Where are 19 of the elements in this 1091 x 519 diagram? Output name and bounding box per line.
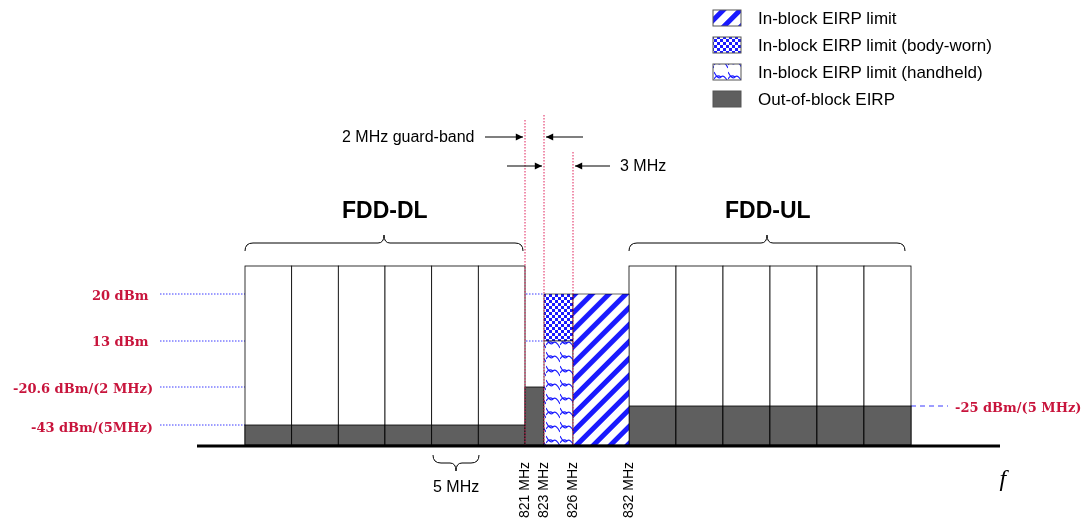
legend-label: In-block EIRP limit (body-worn) — [758, 36, 992, 54]
dimension-label: 2 MHz guard-band — [342, 129, 475, 145]
dimension-label: 5 MHz — [433, 479, 480, 495]
band-label: FDD-DL — [342, 198, 428, 222]
level-label: 20 dBm — [92, 288, 149, 302]
frequency-label: 823 MHz — [536, 461, 550, 518]
dimension-label: 3 MHz — [620, 158, 667, 174]
level-label: -25 dBm/(5 MHz) — [955, 400, 1082, 414]
axis-label: f — [999, 466, 1007, 490]
level-label: 13 dBm — [92, 334, 149, 348]
band-label: FDD-UL — [725, 198, 811, 222]
legend-label: In-block EIRP limit — [758, 9, 897, 27]
legend-label: Out-of-block EIRP — [758, 90, 895, 108]
level-label: -43 dBm/(5MHz) — [31, 420, 153, 434]
frequency-label: 832 MHz — [621, 461, 635, 518]
legend-label: In-block EIRP limit (handheld) — [758, 63, 983, 81]
level-label: -20.6 dBm/(2 MHz) — [13, 381, 154, 395]
frequency-label: 821 MHz — [517, 461, 531, 518]
frequency-label: 826 MHz — [565, 461, 579, 518]
